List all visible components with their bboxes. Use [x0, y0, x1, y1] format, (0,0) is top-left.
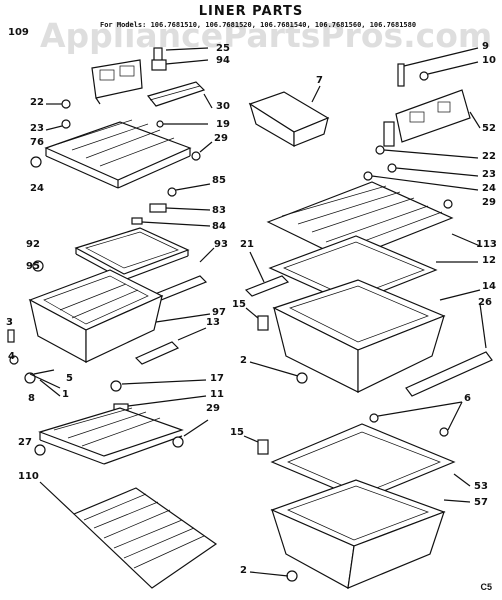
part-57-crisper-pan [270, 479, 471, 589]
label-85: 85 [212, 175, 226, 186]
watermark: AppliancePartsPros.com [40, 16, 493, 55]
label-3: 3 [6, 317, 13, 328]
part-22-23-fasteners [45, 99, 208, 131]
label-21: 21 [240, 239, 254, 250]
part-26-rail [405, 303, 493, 397]
label-1: 1 [62, 389, 69, 400]
label-22-left: 22 [30, 97, 44, 108]
label-10: 10 [482, 55, 496, 66]
label-30: 30 [216, 101, 230, 112]
part-15-clip [245, 307, 269, 331]
label-15-upper: 15 [232, 299, 246, 310]
part-53-crisper-cover [270, 423, 471, 501]
label-113: 113 [476, 239, 497, 250]
part-109-control-housing [91, 59, 143, 105]
part-13-rail [134, 327, 207, 365]
part-76-wire-shelf [30, 119, 213, 189]
part-15-clip-lower [243, 435, 269, 455]
label-13: 13 [206, 317, 220, 328]
part-83-84-85-fittings [131, 183, 211, 227]
part-2-roller-lower [249, 570, 298, 582]
label-25: 25 [216, 43, 230, 54]
part-2-roller [249, 361, 308, 384]
label-23-right: 23 [482, 169, 496, 180]
label-110: 110 [18, 471, 39, 482]
label-2-upper: 2 [240, 355, 247, 366]
part-22-23-24-fasteners [363, 145, 479, 191]
label-9: 9 [482, 41, 489, 52]
part-14-crisper-pan [272, 279, 481, 393]
part-52-control-housing [383, 89, 481, 147]
label-97: 97 [212, 307, 226, 318]
label-27: 27 [18, 437, 32, 448]
part-113-wire-shelf [266, 181, 481, 261]
label-84: 84 [212, 221, 226, 232]
label-24-left: 24 [30, 183, 44, 194]
label-5: 5 [66, 373, 73, 384]
label-8: 8 [28, 393, 35, 404]
label-6: 6 [464, 393, 471, 404]
label-92: 92 [26, 239, 40, 250]
label-19: 19 [216, 119, 230, 130]
label-83: 83 [212, 205, 226, 216]
label-29-top: 29 [214, 133, 228, 144]
part-7-bin [248, 85, 330, 148]
page-title: LINER PARTS [198, 4, 304, 19]
label-7: 7 [316, 75, 323, 86]
part-97-crisper-pan [28, 269, 211, 364]
label-57: 57 [474, 497, 488, 508]
part-110-wire-basket [39, 481, 218, 589]
figure-code: C5 [480, 582, 492, 592]
label-95: 95 [26, 261, 40, 272]
part-11-17-fittings [110, 379, 207, 413]
label-11: 11 [210, 389, 224, 400]
part-6-fasteners [369, 401, 463, 437]
label-17: 17 [210, 373, 224, 384]
model-list: For Models: 106.7681510, 106.7681520, 10… [100, 21, 417, 29]
label-26: 26 [478, 297, 492, 308]
label-12: 12 [482, 255, 496, 266]
label-76: 76 [30, 137, 44, 148]
label-15-lower: 15 [230, 427, 244, 438]
part-8-lower-shelf [34, 407, 209, 465]
label-22-right: 22 [482, 151, 496, 162]
part-21-rail [244, 251, 290, 297]
label-53: 53 [474, 481, 488, 492]
label-14: 14 [482, 281, 496, 292]
label-29-right: 29 [482, 197, 496, 208]
part-25-94-clips [151, 47, 209, 71]
label-94: 94 [216, 55, 230, 66]
label-93: 93 [214, 239, 228, 250]
part-9-10-bracket [397, 47, 479, 87]
label-23-left: 23 [30, 123, 44, 134]
label-2-lower: 2 [240, 565, 247, 576]
label-52: 52 [482, 123, 496, 134]
label-4: 4 [8, 351, 15, 362]
part-30-rail [146, 81, 213, 109]
label-29-mid: 29 [206, 403, 220, 414]
label-24-right: 24 [482, 183, 496, 194]
part-1-3-4-5-fasteners [7, 329, 61, 397]
label-109: 109 [8, 27, 29, 38]
